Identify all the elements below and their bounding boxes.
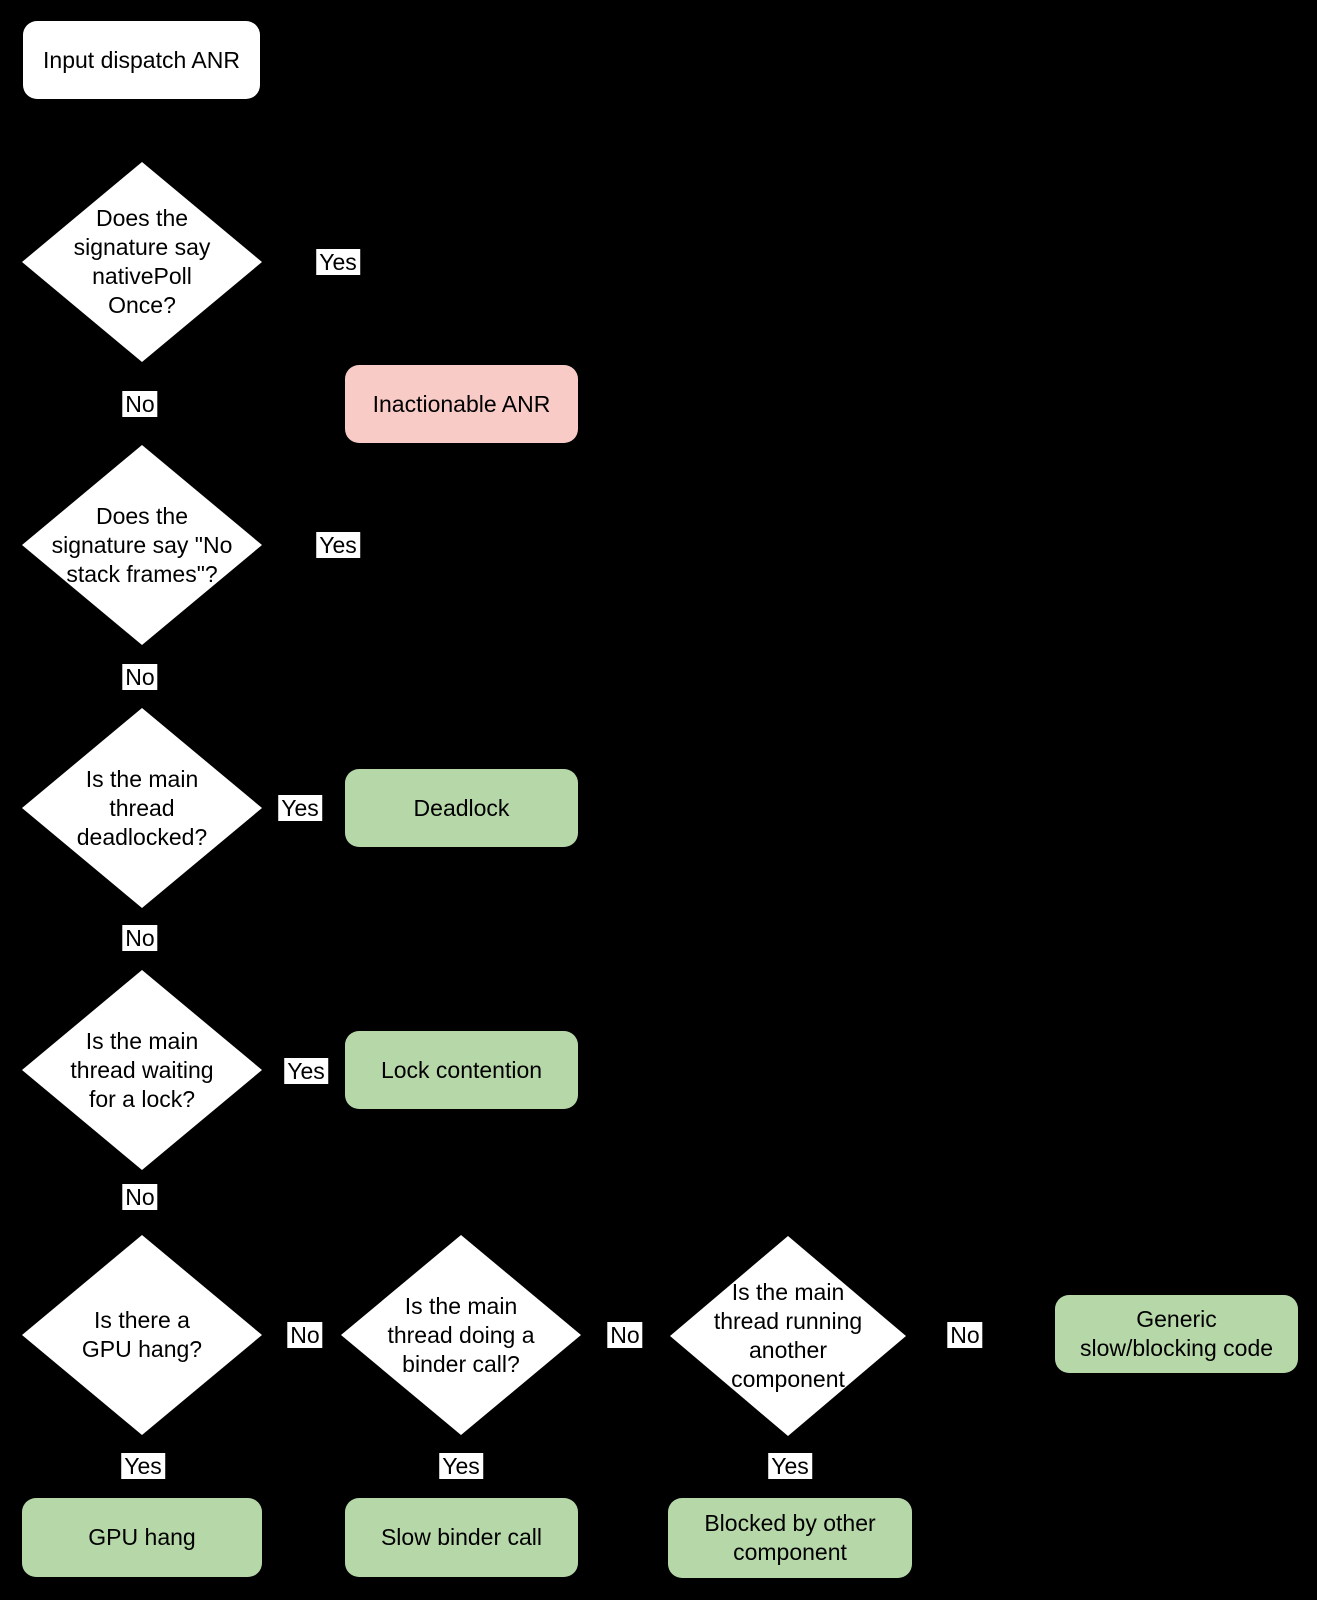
decision-binder-call: Is the main thread doing a binder call? [341,1235,581,1435]
edge-label-nativepoll-yes: Yes [316,249,360,275]
terminal-deadlock: Deadlock [345,769,578,847]
edge-label-no-stack-frames-no: No [122,664,158,690]
decision-main-thread-deadlocked: Is the main thread deadlocked? [22,708,262,908]
terminal-lock-contention: Lock contention [345,1031,578,1109]
edge-label-deadlocked-yes: Yes [278,795,322,821]
edge-label-gpu-hang-no: No [287,1322,323,1348]
terminal-gpu-hang: GPU hang [22,1498,262,1577]
terminal-inactionable-anr: Inactionable ANR [345,365,578,443]
terminal-slow-binder-call: Slow binder call [345,1498,578,1577]
edge-label-nativepoll-no: No [122,391,158,417]
edge-label-binder-call-no: No [607,1322,643,1348]
decision-gpu-hang: Is there a GPU hang? [22,1235,262,1435]
edge-label-waiting-lock-no: No [122,1184,158,1210]
edge-label-another-component-no: No [947,1322,983,1348]
edge-label-binder-call-yes: Yes [439,1453,483,1479]
edge-label-deadlocked-no: No [122,925,158,951]
decision-signature-no-stack-frames: Does the signature say "No stack frames"… [22,445,262,645]
start-node-input-dispatch-anr: Input dispatch ANR [23,21,260,99]
edge-label-no-stack-frames-yes: Yes [316,532,360,558]
decision-running-another-component: Is the main thread running another compo… [670,1236,906,1436]
terminal-blocked-by-other-component: Blocked by other component [668,1498,912,1578]
decision-main-thread-waiting-lock: Is the main thread waiting for a lock? [22,970,262,1170]
edge-label-gpu-hang-yes: Yes [121,1453,165,1479]
terminal-generic-slow-blocking-code: Generic slow/blocking code [1055,1295,1298,1373]
edge-label-waiting-lock-yes: Yes [284,1058,328,1084]
edge-label-another-component-yes: Yes [768,1453,812,1479]
decision-signature-nativepollonce: Does the signature say nativePoll Once? [22,162,262,362]
